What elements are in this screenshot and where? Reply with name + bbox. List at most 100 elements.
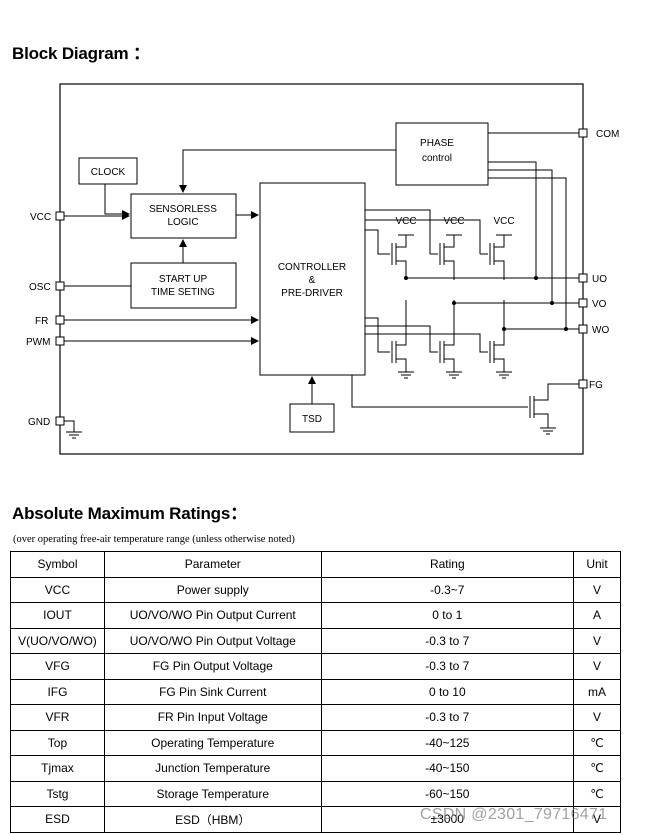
pin-uo-label: UO [592,274,607,285]
rating-cell: -40~150 [320,755,575,782]
rating-cell: -0.3 to 7 [320,627,575,654]
high-side-mosfet-1 [391,235,407,280]
symbol-cell: IFG [10,678,105,705]
table-row: Tstg Storage Temperature -60~150 ℃ [10,780,621,807]
table-row: IOUT UO/VO/WO Pin Output Current 0 to 1 … [10,602,621,629]
controller-label-3: PRE-DRIVER [281,288,343,299]
tsd-block [289,403,335,433]
clock-label: CLOCK [91,167,126,178]
table-header-row: Symbol Parameter Rating Unit [10,551,621,578]
rating-cell: -0.3 to 7 [320,704,575,731]
high-side-mosfet-3 [489,235,505,280]
parameter-cell: Junction Temperature [103,755,322,782]
rating-cell: -0.3~7 [320,576,575,603]
symbol-cell: ESD [10,806,105,833]
parameter-cell: ESD（HBM） [103,806,322,833]
table-row: Tjmax Junction Temperature -40~150 ℃ [10,755,621,782]
symbol-cell: VFR [10,704,105,731]
table-row: VCC Power supply -0.3~7 V [10,576,621,603]
symbol-cell: VCC [10,576,105,603]
pin-osc: OSC [29,281,65,293]
controller-label-2: & [309,275,316,286]
parameter-cell: Storage Temperature [103,780,322,807]
high-side-mosfet-2 [439,235,455,280]
controller-label-1: CONTROLLER [278,262,346,273]
rating-cell: -40~125 [320,729,575,756]
pin-osc-label: OSC [29,282,51,293]
symbol-cell: V(UO/VO/WO) [10,627,105,654]
symbol-cell: Top [10,729,105,756]
column-header: Rating [320,551,575,578]
table-row: VFR FR Pin Input Voltage -0.3 to 7 V [10,704,621,731]
ratings-title: Absolute Maximum Ratings： [12,504,247,523]
pin-gnd-label: GND [28,417,50,428]
ratings-table: Symbol Parameter Rating Unit VCC Power s… [10,551,621,833]
startup-label-2: TIME SETING [151,287,215,298]
parameter-cell: Operating Temperature [103,729,322,756]
unit-cell: V [573,627,621,654]
controller-block [259,182,366,376]
pin-wo-label: WO [592,325,609,336]
sensorless-logic-block [130,193,237,239]
block-diagram-title: Block Diagram ： [12,44,150,63]
pin-vcc-label: VCC [30,212,51,223]
clock-block [78,157,138,185]
table-row: ESD ESD（HBM） ±3000 V [10,806,621,833]
parameter-cell: FR Pin Input Voltage [103,704,322,731]
unit-cell: mA [573,678,621,705]
symbol-cell: Tstg [10,780,105,807]
supply-label-2: VCC [443,216,464,227]
parameter-cell: UO/VO/WO Pin Output Current [103,602,322,629]
supply-label-3: VCC [493,216,514,227]
table-row: V(UO/VO/WO) UO/VO/WO Pin Output Voltage … [10,627,621,654]
chip-outline [59,83,584,455]
watermark: CSDN @2301_79716471 [420,806,608,823]
pin-vcc: VCC [30,211,65,223]
rating-cell: -60~150 [320,780,575,807]
phase-label-2: control [422,153,452,164]
sensorless-label-1: SENSORLESS [149,204,217,215]
sensorless-label-2: LOGIC [167,217,198,228]
pin-vo-label: VO [592,299,607,310]
parameter-cell: FG Pin Sink Current [103,678,322,705]
unit-cell: ℃ [573,729,621,756]
rating-cell: 0 to 10 [320,678,575,705]
parameter-cell: Power supply [103,576,322,603]
pin-fg-label: FG [589,380,603,391]
pin-fr-label: FR [35,316,48,327]
symbol-cell: VFG [10,653,105,680]
unit-cell: A [573,602,621,629]
rating-cell: 0 to 1 [320,602,575,629]
unit-cell: ℃ [573,755,621,782]
pin-gnd: GND [28,416,65,428]
pin-pwm-label: PWM [26,337,50,348]
low-side-mosfet-2 [439,300,455,372]
column-header: Parameter [103,551,322,578]
table-row: VFG FG Pin Output Voltage -0.3 to 7 V [10,653,621,680]
column-header: Symbol [10,551,105,578]
low-side-mosfet-3 [489,300,505,372]
symbol-cell: Tjmax [10,755,105,782]
unit-cell: V [573,704,621,731]
phase-label-1: PHASE [420,138,454,149]
startup-label-1: START UP [159,274,208,285]
rating-cell: ±3000 [320,806,575,833]
unit-cell: V [573,806,621,833]
unit-cell: ℃ [573,780,621,807]
pin-com-label: COM [596,129,619,140]
supply-label-1: VCC [395,216,416,227]
rating-cell: -0.3 to 7 [320,653,575,680]
table-row: Top Operating Temperature -40~125 ℃ [10,729,621,756]
ratings-note: (over operating free-air temperature ran… [13,534,295,545]
pin-com: COM [578,128,619,140]
symbol-cell: IOUT [10,602,105,629]
block-diagram: CLOCK SENSORLESS LOGIC START UP TIME SET… [26,83,619,455]
pin-pwm: PWM [26,336,65,348]
tsd-label: TSD [302,414,322,425]
column-header: Unit [573,551,621,578]
table-row: IFG FG Pin Sink Current 0 to 10 mA [10,678,621,705]
parameter-cell: UO/VO/WO Pin Output Voltage [103,627,322,654]
unit-cell: V [573,653,621,680]
low-side-mosfet-1 [391,300,407,372]
unit-cell: V [573,576,621,603]
